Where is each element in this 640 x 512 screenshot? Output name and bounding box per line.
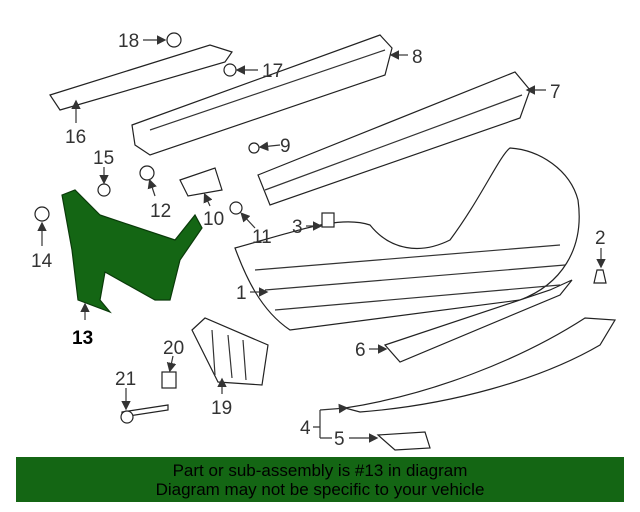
part-6-reflector-strip[interactable] — [383, 279, 573, 363]
part-9-fastener[interactable] — [248, 142, 260, 154]
label-19: 19 — [211, 398, 232, 419]
part-18-fastener[interactable] — [166, 32, 182, 48]
part-5-bracket[interactable] — [376, 431, 431, 451]
label-14: 14 — [31, 251, 53, 272]
selected-part-banner: Part or sub-assembly is #13 in diagram D… — [16, 457, 624, 502]
label-4: 4 — [300, 418, 311, 439]
label-11: 11 — [252, 227, 272, 248]
part-1-bumper-cover[interactable] — [234, 147, 580, 331]
label-12: 12 — [150, 201, 171, 222]
label-21: 21 — [115, 369, 136, 390]
part-13-bracket-highlighted[interactable] — [61, 189, 203, 314]
part-10-bracket[interactable] — [179, 167, 223, 197]
label-3: 3 — [292, 217, 303, 238]
part-12-fastener[interactable] — [139, 165, 155, 181]
part-16-bracket[interactable] — [49, 44, 233, 111]
part-8-reinforcement[interactable] — [131, 34, 393, 156]
label-9: 9 — [280, 136, 291, 157]
part-14-fastener[interactable] — [34, 206, 50, 222]
part-20-clip[interactable] — [161, 371, 177, 389]
banner-line-2: Diagram may not be specific to your vehi… — [155, 480, 485, 499]
part-15-fastener[interactable] — [97, 183, 111, 197]
part-21-bolt-head[interactable] — [120, 410, 134, 424]
part-2-fastener[interactable] — [593, 269, 607, 284]
label-10: 10 — [203, 209, 224, 230]
banner-line-1: Part or sub-assembly is #13 in diagram — [172, 461, 468, 480]
label-6: 6 — [355, 340, 366, 361]
part-7-absorber[interactable] — [257, 71, 531, 206]
label-7: 7 — [550, 82, 561, 103]
leader-arrows — [37, 35, 606, 443]
part-1-detail-lines — [254, 244, 566, 311]
label-20: 20 — [163, 338, 184, 359]
label-16: 16 — [65, 127, 86, 148]
label-15: 15 — [93, 148, 114, 169]
part-8-detail-line — [149, 49, 386, 131]
label-5: 5 — [334, 429, 345, 450]
part-19-detail-lines — [211, 329, 247, 381]
label-8: 8 — [412, 47, 423, 68]
part-11-fastener[interactable] — [229, 201, 243, 215]
label-17: 17 — [262, 61, 283, 82]
part-17-fastener[interactable] — [223, 63, 237, 77]
label-18: 18 — [118, 31, 139, 52]
label-2: 2 — [595, 228, 606, 249]
label-13: 13 — [72, 328, 93, 349]
label-1: 1 — [236, 283, 247, 304]
part-4-lower-valance[interactable] — [344, 317, 617, 413]
part-3-fastener[interactable] — [321, 212, 335, 228]
part-7-detail-line — [264, 94, 523, 191]
